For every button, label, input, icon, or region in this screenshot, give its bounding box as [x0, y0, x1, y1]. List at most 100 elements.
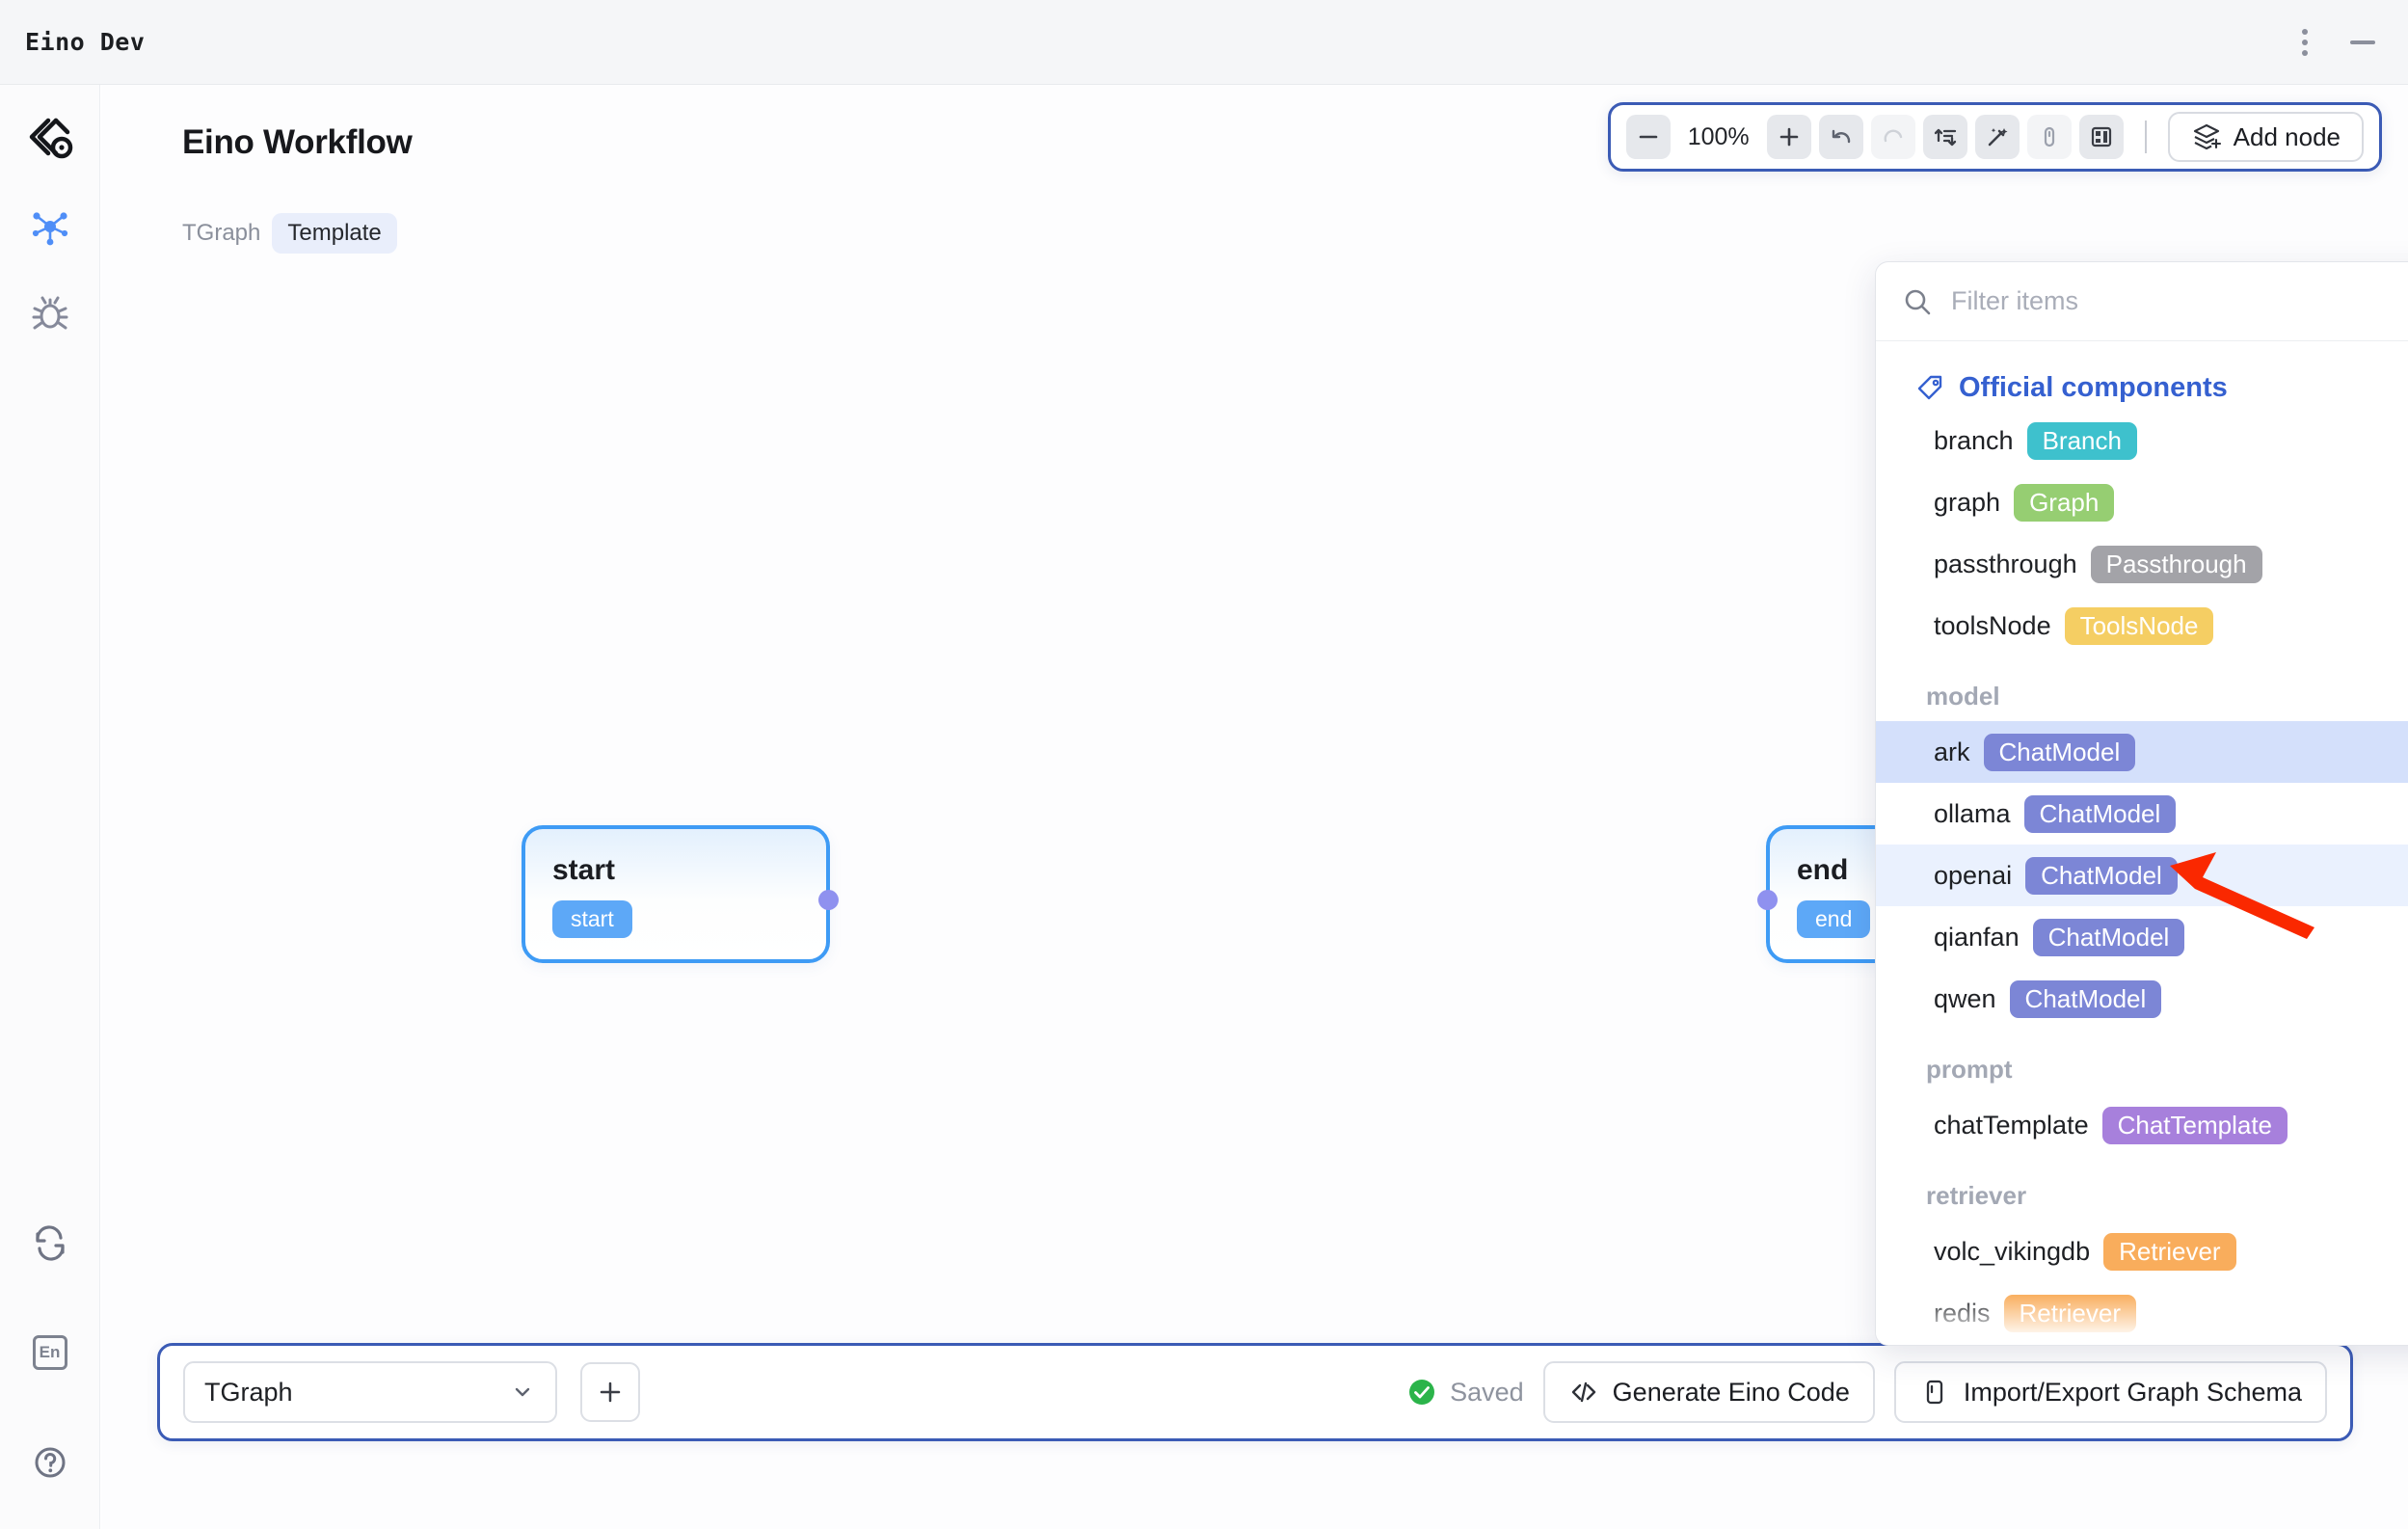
breadcrumb-root[interactable]: TGraph: [182, 220, 261, 246]
help-circle-icon[interactable]: [20, 1433, 80, 1492]
item-badge: Retriever: [2003, 1294, 2137, 1332]
panel-search-row: [1876, 262, 2408, 341]
sidebar-item-debug[interactable]: [20, 283, 80, 343]
list-item-openai[interactable]: openai ChatModel: [1876, 845, 2408, 906]
item-name: chatTemplate: [1934, 1110, 2089, 1140]
filter-items-input[interactable]: [1951, 286, 2408, 316]
node-badge: start: [552, 900, 632, 938]
tag-icon: [1914, 373, 1945, 404]
node-title: start: [552, 854, 616, 886]
language-label: En: [39, 1343, 61, 1361]
list-item[interactable]: branch Branch: [1876, 410, 2408, 471]
panel-top-items: branch Branch graph Graph passthrough Pa…: [1876, 410, 2408, 657]
window-controls: [2285, 22, 2383, 63]
list-item-ollama[interactable]: ollama ChatModel: [1876, 783, 2408, 845]
item-name: passthrough: [1934, 549, 2077, 578]
item-badge: Passthrough: [2090, 545, 2262, 583]
item-badge: ChatModel: [2025, 856, 2178, 895]
panel-section-retriever-label: retriever: [1926, 1181, 2027, 1210]
workflow-canvas[interactable]: Eino Workflow TGraph Template start star…: [101, 85, 2408, 1529]
canvas-toolbar: 100%: [1607, 102, 2382, 172]
code-icon: [1568, 1377, 1599, 1408]
bottom-toolbar: TGraph Saved: [157, 1343, 2353, 1441]
more-vertical-icon[interactable]: [2285, 22, 2325, 63]
item-badge: Retriever: [2103, 1232, 2236, 1271]
graph-select-value: TGraph: [204, 1377, 293, 1407]
language-icon[interactable]: En: [20, 1323, 80, 1382]
panel-group-label: Official components: [1959, 372, 2228, 403]
breadcrumb: TGraph Template: [182, 213, 397, 254]
item-name: ark: [1934, 737, 1970, 766]
add-node-label: Add node: [2233, 121, 2341, 151]
zoom-level[interactable]: 100%: [1687, 122, 1750, 150]
list-item-qianfan[interactable]: qianfan ChatModel: [1876, 906, 2408, 968]
left-sidebar: En: [0, 85, 100, 1529]
sidebar-bottom-group: En: [20, 1213, 80, 1492]
add-node-panel: Official components branch Branch graph …: [1875, 261, 2408, 1346]
saved-label: Saved: [1450, 1377, 1524, 1407]
minus-icon[interactable]: [1625, 115, 1671, 159]
item-badge: ChatModel: [2009, 979, 2162, 1018]
redo-icon[interactable]: [1870, 115, 1915, 159]
node-handle-right[interactable]: [818, 890, 839, 910]
magic-wand-icon[interactable]: [1974, 115, 2020, 159]
workflow-node-start[interactable]: start start: [522, 825, 839, 963]
sync-icon[interactable]: [20, 1213, 80, 1273]
minimize-icon[interactable]: [2342, 22, 2383, 63]
toolbar-divider: [2144, 121, 2147, 153]
check-circle-icon: [1406, 1377, 1437, 1408]
panel-scroll-content: Official components branch Branch graph …: [1876, 341, 2408, 1344]
panel-section-prompt-label: prompt: [1926, 1055, 2013, 1084]
list-item[interactable]: toolsNode ToolsNode: [1876, 595, 2408, 657]
app-title: Eino Dev: [25, 28, 146, 56]
item-name: ollama: [1934, 798, 2011, 828]
item-name: volc_vikingdb: [1934, 1236, 2091, 1266]
graph-select[interactable]: TGraph: [183, 1361, 557, 1423]
page-title: Eino Workflow: [182, 123, 413, 161]
generate-eino-code-label: Generate Eino Code: [1612, 1377, 1850, 1407]
breadcrumb-current[interactable]: Template: [272, 213, 397, 254]
sort-ascending-icon[interactable]: [1922, 115, 1967, 159]
import-export-schema-label: Import/Export Graph Schema: [1963, 1377, 2302, 1407]
list-item-chattemplate[interactable]: chatTemplate ChatTemplate: [1876, 1094, 2408, 1156]
item-name: graph: [1934, 487, 2001, 517]
item-name: toolsNode: [1934, 610, 2051, 640]
list-item-volc-vikingdb[interactable]: volc_vikingdb Retriever: [1876, 1221, 2408, 1282]
node-badge: end: [1797, 900, 1871, 938]
panel-list[interactable]: Official components branch Branch graph …: [1876, 341, 2408, 1345]
undo-icon[interactable]: [1818, 115, 1863, 159]
plus-icon[interactable]: [1766, 115, 1811, 159]
item-badge: ChatModel: [2032, 918, 2185, 956]
chevron-down-icon: [509, 1379, 536, 1406]
list-item-qwen[interactable]: qwen ChatModel: [1876, 968, 2408, 1030]
item-name: redis: [1934, 1298, 1991, 1328]
search-icon: [1901, 285, 1934, 318]
add-graph-button[interactable]: [580, 1362, 640, 1422]
node-handle-left[interactable]: [1757, 890, 1778, 910]
generate-eino-code-button[interactable]: Generate Eino Code: [1542, 1361, 1875, 1423]
list-item-ark[interactable]: ark ChatModel: [1876, 721, 2408, 783]
status-badge: Saved: [1406, 1377, 1524, 1408]
mouse-pointer-icon[interactable]: [2026, 115, 2072, 159]
layout-grid-icon[interactable]: [2078, 115, 2124, 159]
layers-plus-icon: [2191, 121, 2222, 152]
item-badge: ChatModel: [1983, 733, 2136, 771]
file-icon: [1919, 1377, 1950, 1408]
panel-section-model-label: model: [1926, 682, 2000, 711]
panel-group-official: Official components: [1914, 372, 2408, 404]
list-item[interactable]: graph Graph: [1876, 471, 2408, 533]
bottom-actions: Saved Generate Eino Code: [1406, 1361, 2327, 1423]
add-node-button[interactable]: Add node: [2167, 112, 2364, 162]
item-badge: Branch: [2026, 421, 2137, 460]
list-item[interactable]: passthrough Passthrough: [1876, 533, 2408, 595]
item-name: branch: [1934, 425, 2014, 455]
list-item-redis[interactable]: redis Retriever: [1876, 1282, 2408, 1344]
item-badge: Graph: [2014, 483, 2115, 522]
window-title-bar: Eino Dev: [0, 0, 2408, 85]
import-export-schema-button[interactable]: Import/Export Graph Schema: [1893, 1361, 2327, 1423]
sidebar-item-graph[interactable]: [20, 197, 80, 256]
item-name: openai: [1934, 860, 2013, 890]
item-name: qwen: [1934, 983, 1996, 1013]
item-badge: ToolsNode: [2064, 606, 2214, 645]
